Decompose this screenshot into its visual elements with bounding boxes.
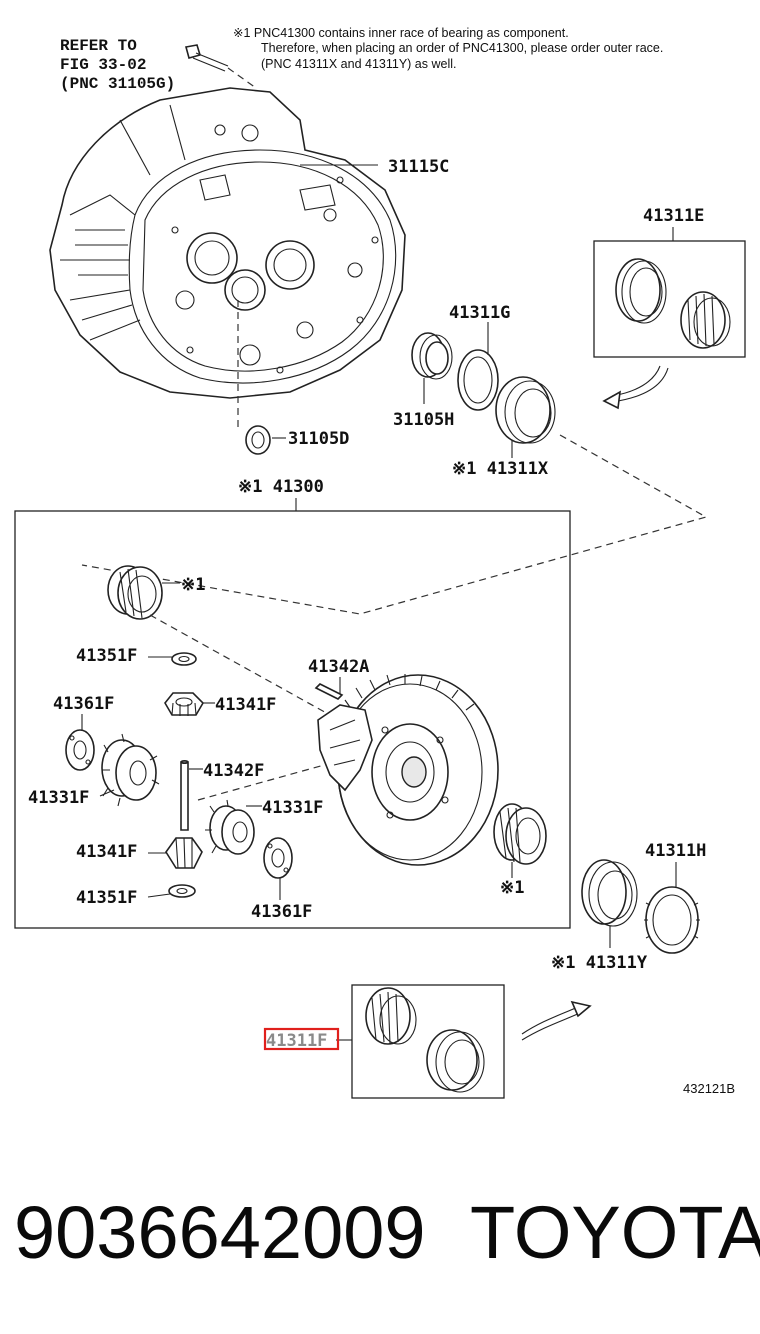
footer-brand: TOYOTA <box>470 1191 760 1274</box>
oil-seal-31105H-drawing <box>411 332 453 404</box>
differential-case-ring-gear-drawing <box>317 674 499 866</box>
oil-seal-31105D-drawing <box>245 425 286 455</box>
label-41331F-left: 41331F <box>28 788 89 808</box>
refer-line-3: (PNC 31105G) <box>60 75 175 93</box>
bearing-inner-race-top-drawing <box>107 565 180 620</box>
mark-1-bottom: ※1 <box>500 878 524 898</box>
transaxle-housing-drawing <box>49 87 406 399</box>
outer-race-41311X-drawing <box>495 376 556 458</box>
label-41361F-bottom: 41361F <box>251 902 312 922</box>
label-31115C: 31115C <box>388 157 449 177</box>
label-41311F: 41311F <box>266 1031 327 1051</box>
label-41311X: ※1 41311X <box>452 459 549 479</box>
pinion-gear-41341F-bottom-drawing <box>165 837 203 869</box>
bearing-kit-41311F-drawing <box>365 987 485 1093</box>
refer-line-1: REFER TO <box>60 37 137 55</box>
curved-arrow-upper <box>611 367 669 403</box>
bolt-drawing <box>184 44 257 89</box>
pinion-gear-41341F-top-drawing <box>164 692 205 716</box>
label-41311Y: ※1 41311Y <box>551 953 648 973</box>
bearing-inner-race-right-drawing <box>493 803 547 878</box>
note-line-3: (PNC 41311X and 41311Y) as well. <box>261 57 456 71</box>
label-41361F-left: 41361F <box>53 694 114 714</box>
label-41300: ※1 41300 <box>238 477 324 497</box>
outer-race-41311Y-drawing <box>581 859 638 948</box>
footer-part-number: 9036642009 <box>14 1191 426 1274</box>
side-gear-41331F-left-drawing <box>101 733 160 807</box>
diagram-code: 432121B <box>683 1081 735 1096</box>
label-41341F-bottom: 41341F <box>76 842 137 862</box>
label-41311H: 41311H <box>645 841 706 861</box>
label-41331F-center: 41331F <box>262 798 323 818</box>
side-washer-41361F-left-drawing <box>65 729 95 771</box>
pin-41342A-drawing <box>314 683 344 700</box>
highlight-box-41311F <box>263 1027 340 1051</box>
thrust-washer-41351F-bottom-drawing <box>168 884 196 898</box>
refer-line-2: FIG 33-02 <box>60 56 146 74</box>
differential-assembly-box <box>14 510 571 929</box>
side-washer-41361F-bottom-drawing <box>263 837 293 879</box>
kit-41311F-box <box>351 984 505 1099</box>
label-41342A: 41342A <box>308 657 369 677</box>
label-41342F: 41342F <box>203 761 264 781</box>
note-line-2: Therefore, when placing an order of PNC4… <box>261 41 663 55</box>
label-41351F-bottom: 41351F <box>76 888 137 908</box>
label-41311E: 41311E <box>643 206 704 226</box>
shim-41311H-drawing <box>644 886 700 954</box>
shim-41311G-drawing <box>457 322 499 411</box>
mark-1-top: ※1 <box>181 575 205 595</box>
label-41351F-top: 41351F <box>76 646 137 666</box>
side-gear-41331F-center-drawing <box>205 799 255 855</box>
label-31105D: 31105D <box>288 429 349 449</box>
label-41341F-top: 41341F <box>215 695 276 715</box>
kit-41311E-box <box>593 240 746 358</box>
note-line-1: ※1 PNC41300 contains inner race of beari… <box>233 26 569 40</box>
label-31105H: 31105H <box>393 410 454 430</box>
label-41311G: 41311G <box>449 303 510 323</box>
pinion-shaft-41342F-drawing <box>180 759 189 831</box>
thrust-washer-41351F-top-drawing <box>171 652 197 666</box>
curved-arrow-lower <box>521 1011 583 1041</box>
bearing-kit-41311E-drawing <box>615 258 731 349</box>
